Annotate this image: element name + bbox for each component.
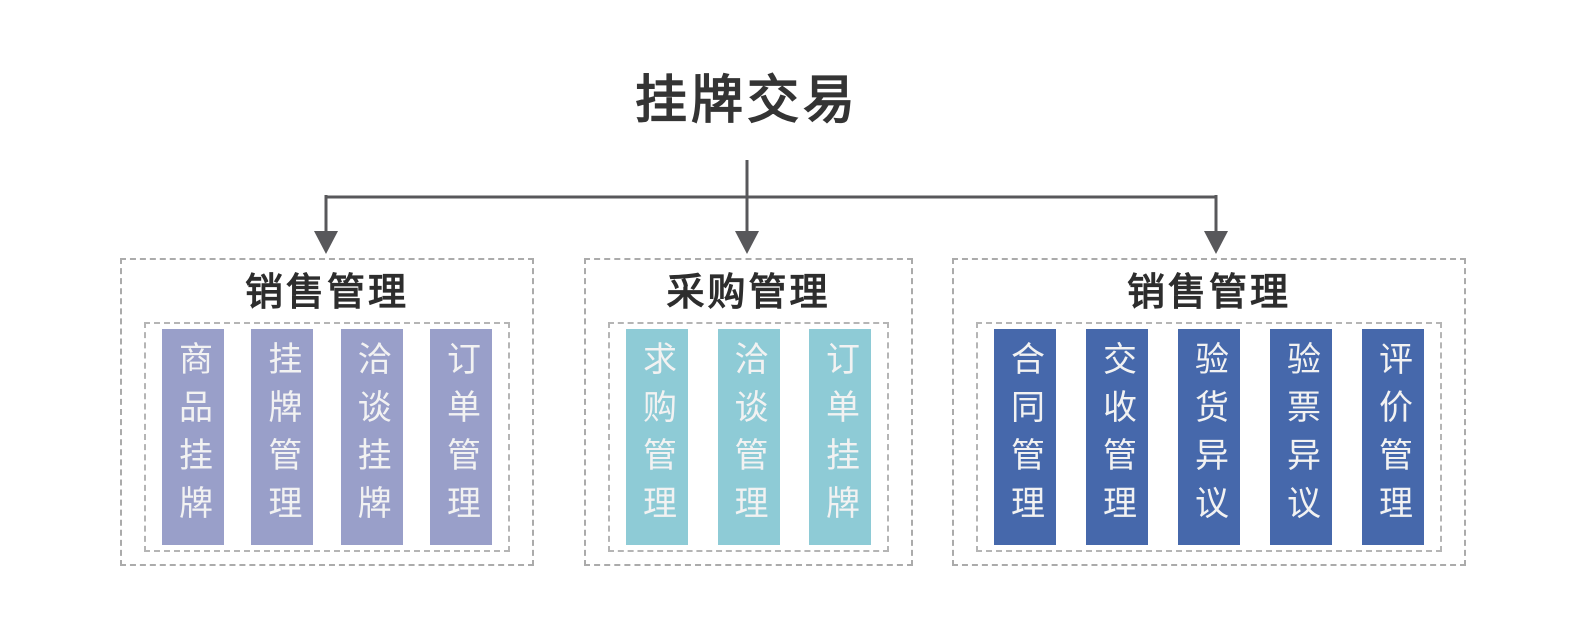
arrow-down-head-right-icon: [1204, 231, 1228, 254]
bar-negotiation-management: 洽谈管理: [717, 329, 780, 545]
bar-listing-management: 挂牌管理: [251, 329, 314, 545]
group-box-sales-1: 销售管理 商品挂牌 挂牌管理 洽谈挂牌 订单管理: [120, 258, 534, 566]
bar-contract-management: 合同管理: [994, 329, 1056, 545]
bar-delivery-management: 交收管理: [1086, 329, 1148, 545]
diagram-title: 挂牌交易: [634, 72, 859, 130]
bar-purchase-request-management: 求购管理: [626, 329, 688, 545]
bar-invoice-inspection-dispute: 验票异议: [1270, 329, 1332, 545]
bar-order-listing: 订单挂牌: [809, 329, 871, 545]
bar-order-management: 订单管理: [429, 329, 492, 545]
arrow-down-head-left-icon: [314, 231, 338, 254]
group-inner-sales-1: 商品挂牌 挂牌管理 洽谈挂牌 订单管理: [144, 322, 510, 552]
group-header-sales-2: 销售管理: [1126, 272, 1291, 314]
group-header-procurement: 采购管理: [666, 272, 831, 314]
group-box-procurement: 采购管理 求购管理 洽谈管理 订单挂牌: [584, 258, 913, 566]
bar-evaluation-management: 评价管理: [1362, 329, 1424, 545]
bar-negotiation-listing: 洽谈挂牌: [340, 329, 403, 545]
group-box-sales-2: 销售管理 合同管理 交收管理 验货异议 验票异议 评价管理: [952, 258, 1466, 566]
group-inner-procurement: 求购管理 洽谈管理 订单挂牌: [608, 322, 889, 552]
bar-goods-inspection-dispute: 验货异议: [1178, 329, 1240, 545]
bar-product-listing: 商品挂牌: [162, 329, 224, 545]
arrow-down-head-center-icon: [735, 231, 759, 254]
group-inner-sales-2: 合同管理 交收管理 验货异议 验票异议 评价管理: [976, 322, 1442, 552]
group-header-sales-1: 销售管理: [244, 272, 409, 314]
